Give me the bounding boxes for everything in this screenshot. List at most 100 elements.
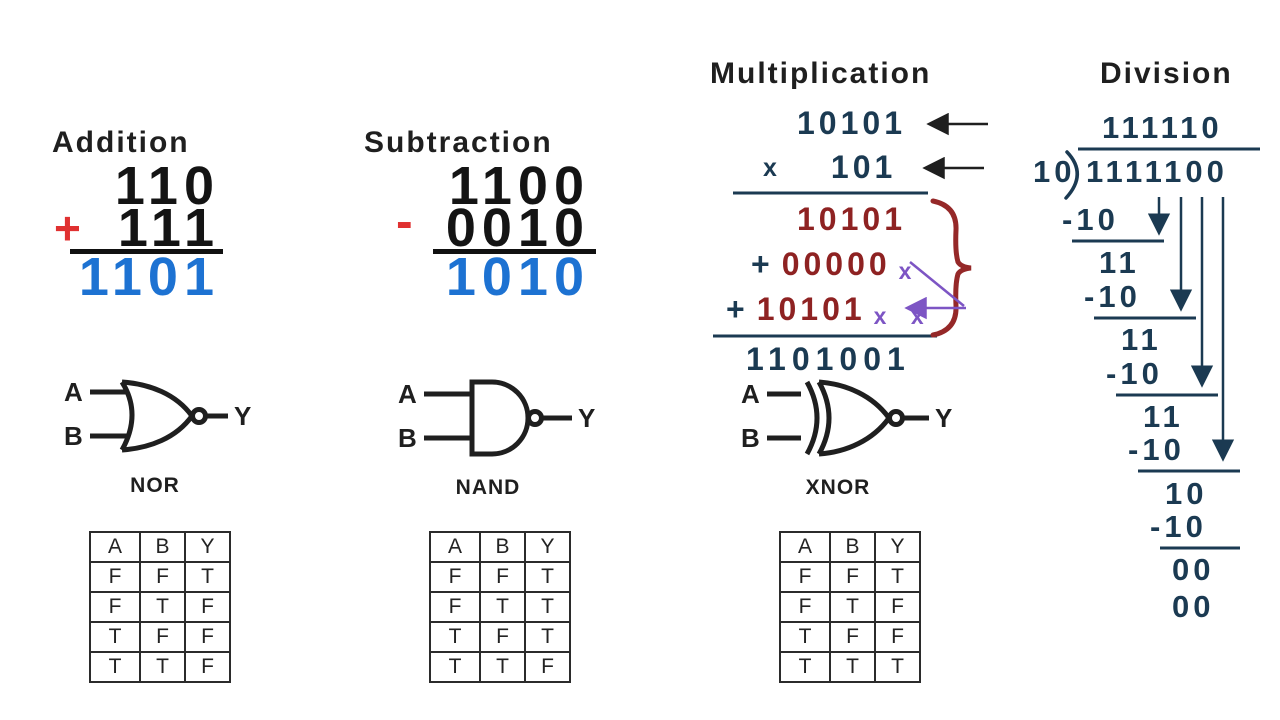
header-cell: B — [479, 531, 526, 563]
table-cell: T — [139, 591, 186, 623]
table-row: F F T — [89, 561, 231, 593]
division-final-remainder: 00 — [1172, 589, 1215, 624]
table-cell: T — [429, 651, 481, 683]
gate-output-label: Y — [234, 401, 251, 431]
header-cell: Y — [524, 531, 571, 563]
addition-result: 1101 — [78, 247, 220, 307]
multiplication-result: 1101001 — [746, 341, 911, 377]
nand-gate-name: NAND — [455, 476, 521, 499]
inverter-bubble — [190, 407, 208, 425]
inverter-bubble — [526, 409, 544, 427]
table-row: F F T — [429, 561, 571, 593]
table-cell: T — [874, 651, 921, 683]
table-row: T T F — [89, 651, 231, 683]
table-cell: T — [779, 651, 831, 683]
subtraction-operand-1: 1100 — [448, 156, 590, 216]
header-cell: A — [779, 531, 831, 563]
table-cell: F — [479, 561, 526, 593]
multiplication-multiplier: 101 — [830, 149, 897, 185]
division-step-sub: -10 — [1084, 279, 1141, 314]
division-step-rem: 10 — [1165, 476, 1208, 511]
subtraction-title: Subtraction — [364, 126, 553, 159]
nand-gate-icon: A B Y — [398, 379, 595, 457]
addition-operator: + — [54, 202, 81, 254]
multiplication-multiplier-row: x 101 — [763, 151, 896, 186]
table-row: T F F — [89, 621, 231, 653]
gate-input-a-label: A — [64, 377, 83, 407]
partial-products-brace-icon — [930, 198, 972, 338]
inverter-bubble — [887, 409, 905, 427]
shift-marker-x: x — [898, 258, 921, 284]
table-cell: T — [479, 651, 526, 683]
table-cell: F — [184, 621, 231, 653]
table-cell: F — [429, 591, 481, 623]
multiplication-title: Multiplication — [710, 57, 932, 90]
table-cell: F — [479, 621, 526, 653]
nand-truth-table: A B Y F F T F T T T F T T T F — [429, 531, 571, 683]
table-row: T T T — [779, 651, 921, 683]
table-cell: F — [184, 651, 231, 683]
division-quotient: 111110 — [1102, 110, 1223, 145]
table-header-row: A B Y — [89, 531, 231, 563]
header-cell: A — [429, 531, 481, 563]
multiplication-partial-1: 10101 — [797, 201, 906, 237]
table-cell: T — [524, 561, 571, 593]
table-cell: T — [89, 651, 141, 683]
division-step-rem: 11 — [1143, 399, 1184, 434]
subtraction-operand-2: 0010 — [445, 198, 590, 258]
table-cell: F — [829, 621, 876, 653]
division-step-rem: 11 — [1121, 322, 1162, 357]
or-back-curve — [816, 380, 832, 456]
division-dividend: 1111100 — [1086, 154, 1228, 189]
addition-underline — [70, 249, 223, 254]
table-cell: T — [429, 621, 481, 653]
table-row: T T F — [429, 651, 571, 683]
plus-sign: + — [751, 246, 774, 282]
header-cell: B — [139, 531, 186, 563]
division-divisor: 10 — [1033, 154, 1076, 189]
table-cell: T — [779, 621, 831, 653]
table-row: F F T — [779, 561, 921, 593]
multiplication-partial-2: 00000 — [781, 246, 891, 282]
table-row: T F F — [779, 621, 921, 653]
subtraction-result: 1010 — [445, 247, 590, 307]
subtraction-operator: - — [396, 193, 413, 249]
table-row: F T T — [429, 591, 571, 623]
multiplication-partial-3: 10101 — [756, 291, 866, 327]
gate-output-label: Y — [935, 403, 952, 433]
header-cell: Y — [184, 531, 231, 563]
addition-title: Addition — [52, 126, 190, 159]
xnor-truth-table: A B Y F F T F T F T F F T T T — [779, 531, 921, 683]
table-cell: F — [184, 591, 231, 623]
table-cell: F — [829, 561, 876, 593]
division-step-sub: -10 — [1106, 356, 1163, 391]
table-cell: F — [139, 561, 186, 593]
table-cell: F — [874, 591, 921, 623]
addition-operand-1: 110 — [114, 156, 220, 216]
division-step-sub: -10 — [1150, 509, 1207, 544]
or-back-curve — [119, 380, 135, 452]
table-cell: F — [779, 561, 831, 593]
gate-input-a-label: A — [398, 379, 417, 409]
table-cell: F — [779, 591, 831, 623]
table-cell: T — [184, 561, 231, 593]
plus-sign: + — [726, 291, 749, 327]
division-step-rem: 11 — [1099, 245, 1140, 280]
header-cell: B — [829, 531, 876, 563]
division-title: Division — [1100, 57, 1233, 90]
table-cell: F — [429, 561, 481, 593]
gate-input-b-label: B — [398, 423, 417, 453]
times-sign: x — [763, 154, 781, 182]
table-header-row: A B Y — [779, 531, 921, 563]
multiplication-partial-2-row: +00000 x — [751, 246, 921, 284]
multiplication-multiplicand: 10101 — [797, 105, 906, 141]
table-cell: T — [524, 591, 571, 623]
table-cell: F — [874, 621, 921, 653]
table-header-row: A B Y — [429, 531, 571, 563]
nor-gate-name: NOR — [130, 474, 180, 497]
addition-operand-2: 111 — [117, 198, 220, 258]
table-cell: T — [829, 591, 876, 623]
division-step-sub: -10 — [1062, 202, 1119, 237]
